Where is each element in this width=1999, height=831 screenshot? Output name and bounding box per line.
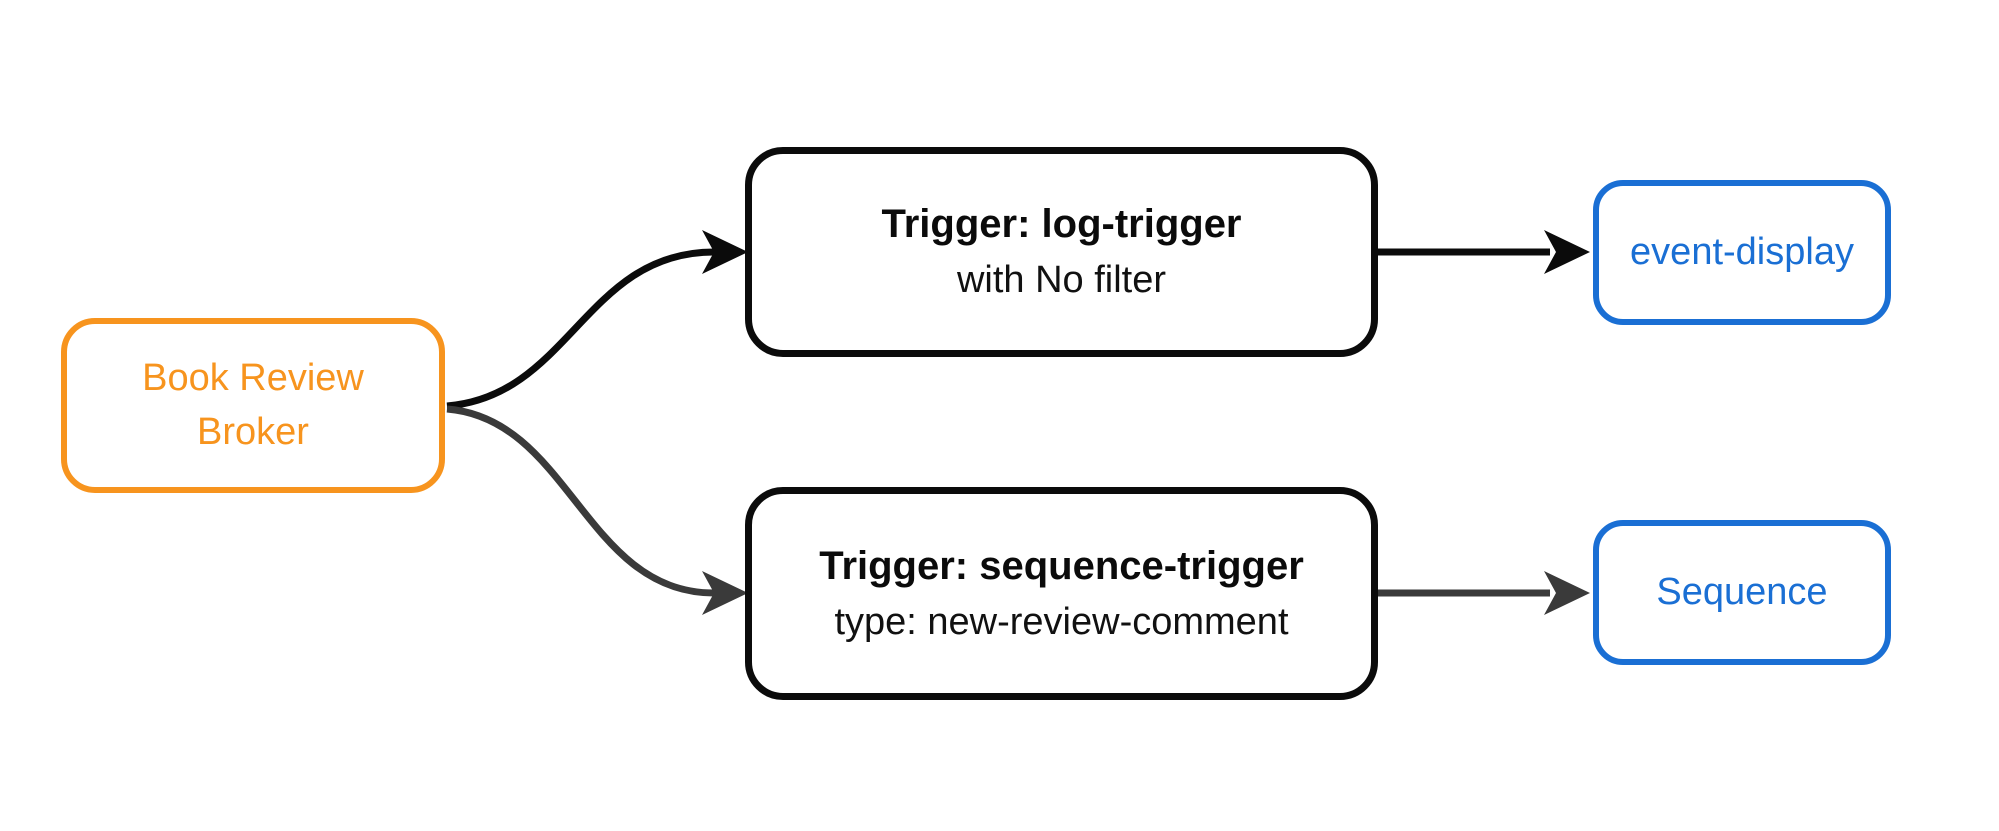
node-event-display-label: event-display [1630, 231, 1854, 273]
node-sequence: Sequence [1593, 520, 1891, 665]
node-book-review-broker: Book Review Broker [61, 318, 445, 493]
edge-broker-to-sequence-trigger [446, 405, 715, 597]
edge-broker-to-log-trigger [446, 248, 715, 410]
node-event-display: event-display [1593, 180, 1891, 325]
node-log-trigger-subtitle: with No filter [956, 259, 1167, 302]
arrowhead-event-display [1544, 230, 1590, 274]
node-sequence-label: Sequence [1656, 571, 1828, 613]
arrowhead-sequence [1544, 571, 1590, 615]
arrowhead-log-trigger [702, 230, 748, 274]
node-log-trigger: Trigger: log-trigger with No filter [745, 147, 1378, 357]
node-sequence-trigger-subtitle: type: new-review-comment [834, 600, 1289, 643]
node-book-review-broker-label: Book Review Broker [142, 356, 364, 453]
node-sequence-trigger: Trigger: sequence-trigger type: new-revi… [745, 487, 1378, 700]
arrowhead-sequence-trigger [702, 571, 748, 615]
node-log-trigger-title: Trigger: log-trigger [881, 202, 1242, 247]
node-sequence-trigger-title: Trigger: sequence-trigger [819, 543, 1304, 588]
